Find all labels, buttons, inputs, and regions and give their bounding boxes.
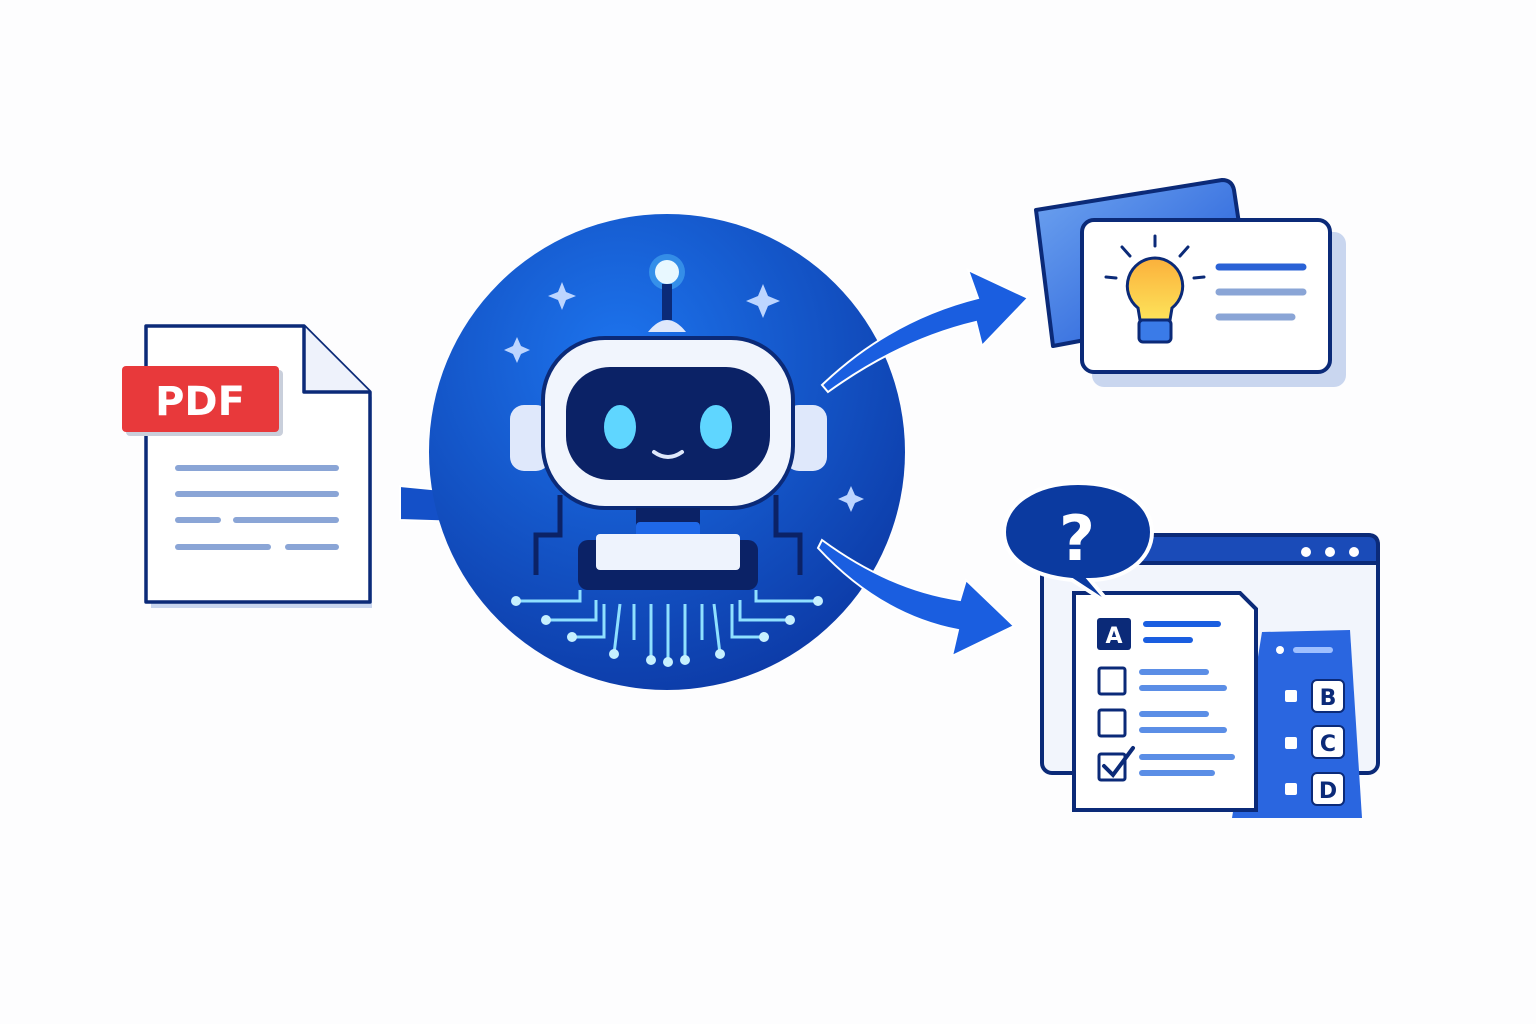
pdf-badge xyxy=(122,366,279,432)
svg-text:?: ? xyxy=(1059,502,1095,575)
pdf-badge-label: PDF xyxy=(155,379,245,425)
quiz: A B C D ? xyxy=(1001,480,1380,818)
option-a: A xyxy=(1097,618,1221,650)
circuit-lines xyxy=(516,590,818,662)
lightbulb-icon xyxy=(1104,234,1206,344)
question-bubble-icon: ? xyxy=(1001,480,1155,608)
option-b: B xyxy=(1320,686,1337,711)
ai-robot xyxy=(429,214,905,690)
flashcard xyxy=(1034,178,1346,387)
pdf-document: PDF xyxy=(122,324,372,608)
checkbox-checked-icon xyxy=(1097,752,1127,782)
checkbox-icon xyxy=(1097,708,1127,738)
output-arrow-bottom-icon xyxy=(816,538,1016,658)
output-arrow-top-icon xyxy=(820,268,1030,394)
svg-text:A: A xyxy=(1105,624,1122,649)
option-d: D xyxy=(1319,779,1337,804)
sparkle-icon xyxy=(504,282,864,512)
text-lines xyxy=(175,465,339,550)
option-c: C xyxy=(1320,732,1336,757)
checkbox-icon xyxy=(1097,666,1127,696)
